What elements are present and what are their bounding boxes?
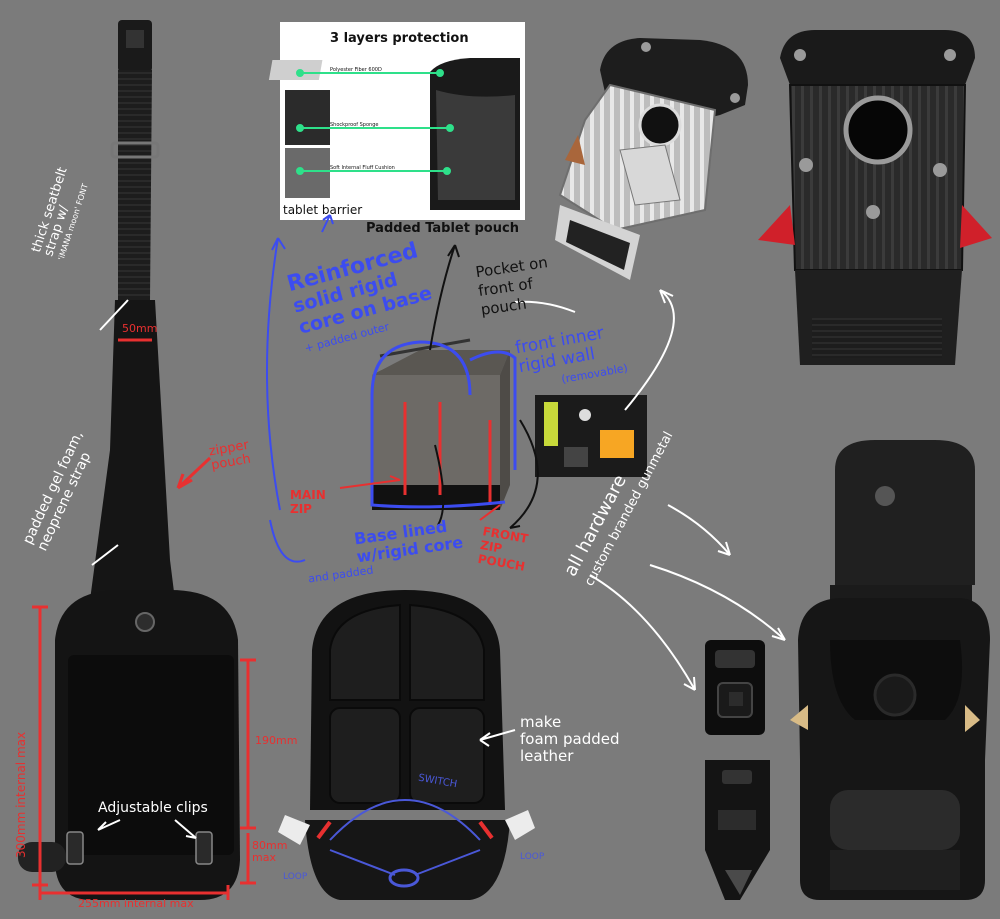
strap-slider <box>110 141 160 159</box>
side-roll <box>18 842 66 872</box>
inset-layer-3: Soft Internal Fluff Cushion <box>330 165 395 171</box>
foam-leather-note: make foam padded leather <box>520 713 620 765</box>
d-ring-icon <box>388 868 420 888</box>
adjustable-clip-left <box>66 831 84 865</box>
organizer-photo <box>535 395 647 477</box>
base-depth-label: 80mm max <box>252 839 288 864</box>
seatbelt-strap <box>118 70 152 300</box>
inset-title: 3 layers protection <box>330 31 469 46</box>
front-pocket <box>68 655 234 855</box>
foam-back-panel <box>278 590 535 900</box>
layers-inset <box>268 22 525 220</box>
padded-strap <box>90 300 175 600</box>
pouch-diagram <box>370 338 517 510</box>
inset-layer-2: Shockproof Sponge <box>330 122 379 128</box>
cobra-buckle-photo <box>790 440 990 900</box>
logo-badge <box>135 612 155 632</box>
internal-width-label: 255mm internal max <box>78 897 194 910</box>
sling-bag-photo <box>18 20 240 900</box>
loop-right-label: LOOP <box>520 852 545 862</box>
main-zip-label: MAIN ZIP <box>290 488 326 516</box>
adjustable-clips-label: Adjustable clips <box>98 800 208 816</box>
padded-tablet-pouch-label: Padded Tablet pouch <box>366 221 519 236</box>
adjustable-clip-right <box>195 831 213 865</box>
silver-buckle-photo <box>555 38 748 280</box>
inset-caption: tablet barrier <box>283 203 363 217</box>
loop-left-label: LOOP <box>283 872 308 882</box>
strap-width-label: 50mm <box>122 322 158 335</box>
inset-layer-1: Polyester Fiber 600D <box>330 67 382 73</box>
gunmetal-buckle-photo <box>758 30 992 365</box>
pocket-height-label: 190mm <box>255 734 298 747</box>
dimension-lines <box>32 338 256 900</box>
side-release-buckle-photo <box>705 640 770 900</box>
front-zip-pouch-label: FRONT ZIP POUCH <box>476 524 530 574</box>
internal-height-label: 300mm internal max <box>14 731 28 858</box>
pocket-front-note: Pocket on front of pouch <box>474 253 549 319</box>
